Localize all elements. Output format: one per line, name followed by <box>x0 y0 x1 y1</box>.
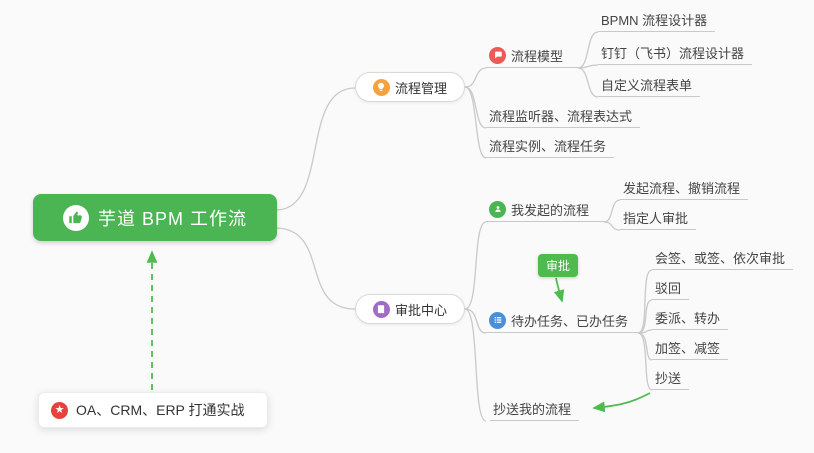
root-topic[interactable]: 芋道 BPM 工作流 <box>33 194 277 241</box>
node-countersign[interactable]: 会签、或签、依次审批 <box>652 248 794 270</box>
approval-arrow <box>553 277 565 303</box>
node-my-initiated-label: 我发起的流程 <box>511 202 590 218</box>
node-cc[interactable]: 抄送 <box>652 368 690 390</box>
node-initiate-cancel[interactable]: 发起流程、撤销流程 <box>620 178 749 200</box>
node-custom-form-label: 自定义流程表单 <box>601 77 693 93</box>
node-process-mgmt-label: 流程管理 <box>394 80 447 96</box>
node-instance[interactable]: 流程实例、流程任务 <box>486 136 615 158</box>
node-assignee[interactable]: 指定人审批 <box>620 208 697 230</box>
relation-arrows <box>146 250 651 413</box>
node-process-model-label: 流程模型 <box>511 48 564 64</box>
node-practice-label: OA、CRM、ERP 打通实战 <box>76 402 245 418</box>
approval-relation-text: 审批 <box>546 259 571 273</box>
node-my-initiated[interactable]: 我发起的流程 <box>486 200 604 222</box>
node-listener-label: 流程监听器、流程表达式 <box>489 108 633 124</box>
node-initiate-cancel-label: 发起流程、撤销流程 <box>623 180 741 196</box>
clipboard-icon <box>372 300 390 318</box>
node-dingtalk-designer-label: 钉钉（飞书）流程设计器 <box>601 45 745 61</box>
branch-connectors <box>276 31 653 422</box>
approval-relation-label[interactable]: 审批 <box>538 254 579 277</box>
node-cc-my[interactable]: 抄送我的流程 <box>490 399 580 421</box>
person-icon <box>489 200 506 218</box>
node-reject[interactable]: 驳回 <box>652 278 690 300</box>
thumbs-up-icon <box>62 204 89 231</box>
node-cc-my-label: 抄送我的流程 <box>493 401 572 417</box>
lightbulb-icon <box>372 78 390 96</box>
task-list-icon <box>489 311 506 329</box>
node-approval-center[interactable]: 审批中心 <box>355 294 465 324</box>
root-topic-label: 芋道 BPM 工作流 <box>97 208 247 229</box>
node-dingtalk-designer[interactable]: 钉钉（飞书）流程设计器 <box>598 43 753 65</box>
node-bpmn-designer[interactable]: BPMN 流程设计器 <box>598 10 716 32</box>
node-listener[interactable]: 流程监听器、流程表达式 <box>486 106 641 128</box>
node-instance-label: 流程实例、流程任务 <box>489 138 607 154</box>
node-approval-center-label: 审批中心 <box>394 302 447 318</box>
node-todo-done-label: 待办任务、已办任务 <box>511 313 629 329</box>
chat-bubble-icon <box>489 46 506 64</box>
node-countersign-label: 会签、或签、依次审批 <box>655 250 786 266</box>
node-sign-label: 加签、减签 <box>655 340 721 356</box>
node-delegate-label: 委派、转办 <box>655 310 721 326</box>
node-custom-form[interactable]: 自定义流程表单 <box>598 75 701 97</box>
cc-arrow <box>592 392 651 413</box>
star-icon: ★ <box>51 401 68 419</box>
node-todo-done[interactable]: 待办任务、已办任务 <box>486 311 638 333</box>
node-assignee-label: 指定人审批 <box>623 210 689 226</box>
node-delegate[interactable]: 委派、转办 <box>652 308 729 330</box>
node-process-mgmt[interactable]: 流程管理 <box>355 72 465 102</box>
node-sign[interactable]: 加签、减签 <box>652 338 729 360</box>
node-process-model[interactable]: 流程模型 <box>486 46 578 68</box>
node-cc-label: 抄送 <box>655 370 682 386</box>
node-reject-label: 驳回 <box>655 280 682 296</box>
node-practice[interactable]: ★ OA、CRM、ERP 打通实战 <box>38 392 268 428</box>
node-bpmn-designer-label: BPMN 流程设计器 <box>601 12 708 28</box>
